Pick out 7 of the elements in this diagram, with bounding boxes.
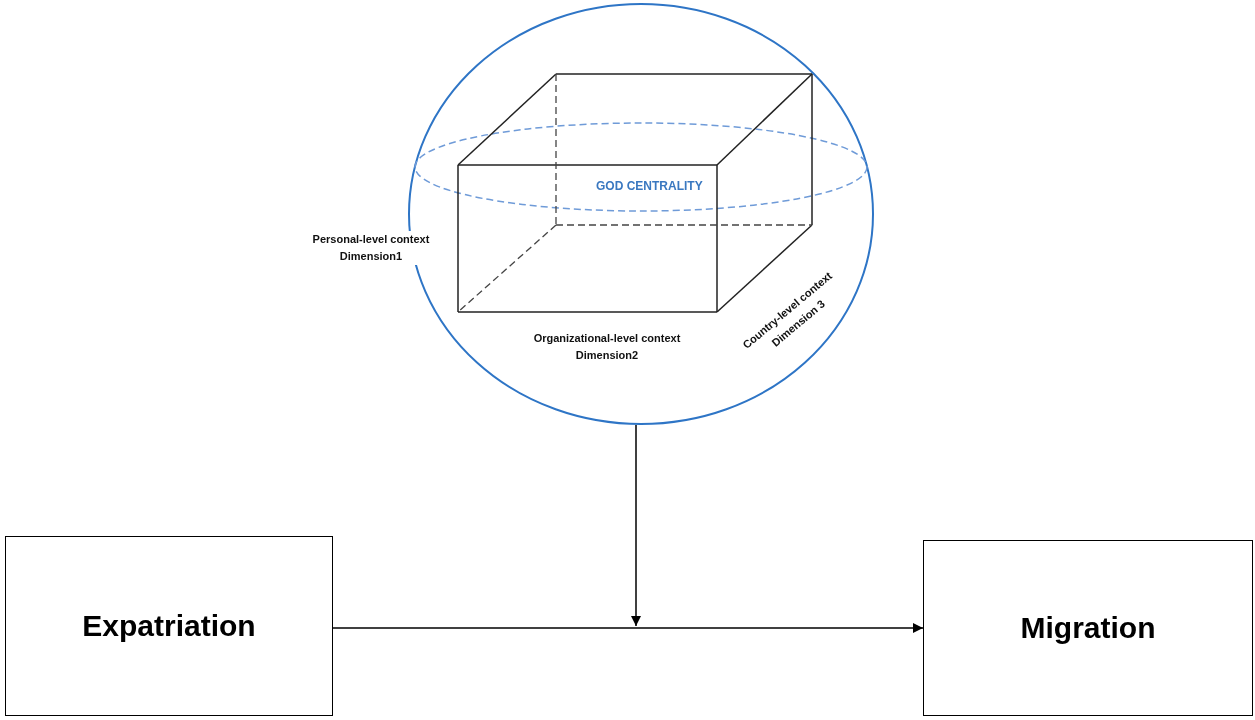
center-label: GOD CENTRALITY	[596, 179, 703, 193]
process-box	[923, 540, 1253, 716]
box-title: Expatriation	[82, 609, 256, 643]
box-title: Migration	[1020, 611, 1156, 645]
arrow	[332, 623, 924, 633]
process-box	[5, 536, 333, 716]
arrow	[631, 424, 641, 627]
